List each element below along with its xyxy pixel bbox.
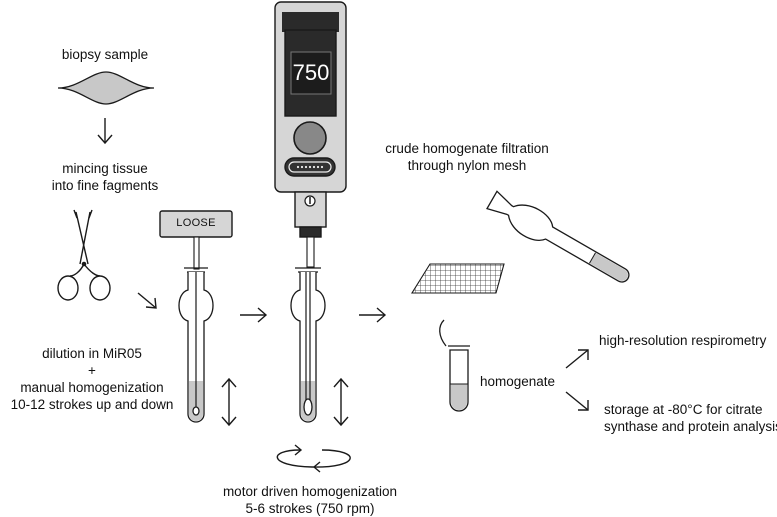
- motor-homogenizer-icon: [274, 1, 347, 268]
- respirometry-label: high-resolution respirometry: [599, 333, 767, 348]
- dilution-line-4: 10-12 strokes up and down: [10, 397, 174, 412]
- down-arrow-icon: [97, 118, 113, 145]
- motor-line-2: 5-6 strokes (750 rpm): [245, 501, 375, 516]
- dilution-label: dilution in MiR05 + manual homogenizatio…: [8, 345, 176, 413]
- sample-tube-icon: [439, 319, 470, 412]
- double-arrow-icon: [221, 377, 237, 427]
- filtration-label: crude homogenate filtration through nylo…: [372, 140, 562, 174]
- storage-label: storage at -80°C for citrate synthase an…: [604, 401, 777, 435]
- dilution-line-1: dilution in MiR05: [42, 346, 142, 361]
- biopsy-label: biopsy sample: [61, 47, 149, 62]
- nylon-mesh-icon: [411, 263, 505, 294]
- branch-arrow-down-icon: [565, 391, 589, 411]
- diagonal-arrow-icon: [137, 292, 157, 309]
- right-arrow-icon: [240, 307, 268, 323]
- filtration-line-1: crude homogenate filtration: [385, 141, 549, 156]
- mincing-line-1: mincing tissue: [62, 161, 148, 176]
- dilution-line-3: manual homogenization: [20, 380, 164, 395]
- motor-double-arrow-icon: [333, 377, 349, 427]
- rotation-icon: [276, 444, 351, 473]
- homogenizer-tube-icon: [178, 267, 214, 423]
- dilution-line-2: +: [88, 363, 96, 378]
- loose-pestle-icon: [159, 210, 233, 270]
- mincing-label: mincing tissue into fine fagments: [25, 160, 185, 194]
- biopsy-sample-icon: [57, 71, 155, 105]
- display-value: 750: [292, 60, 330, 85]
- branch-arrow-up-icon: [565, 349, 589, 369]
- storage-line-1: storage at -80°C for citrate: [604, 402, 763, 417]
- motor-line-1: motor driven homogenization: [222, 484, 398, 499]
- filtration-line-2: through nylon mesh: [407, 158, 527, 173]
- mincing-line-2: into fine fagments: [51, 178, 159, 193]
- scissors-icon: [57, 209, 111, 301]
- homogenate-label: homogenate: [480, 374, 556, 389]
- storage-line-2: synthase and protein analysis: [604, 419, 777, 434]
- filtration-tube-icon: [486, 190, 630, 283]
- right-arrow-2-icon: [359, 307, 387, 323]
- motor-tube-icon: [290, 267, 326, 423]
- motor-label: motor driven homogenization 5-6 strokes …: [210, 483, 410, 517]
- loose-label: LOOSE: [176, 217, 216, 229]
